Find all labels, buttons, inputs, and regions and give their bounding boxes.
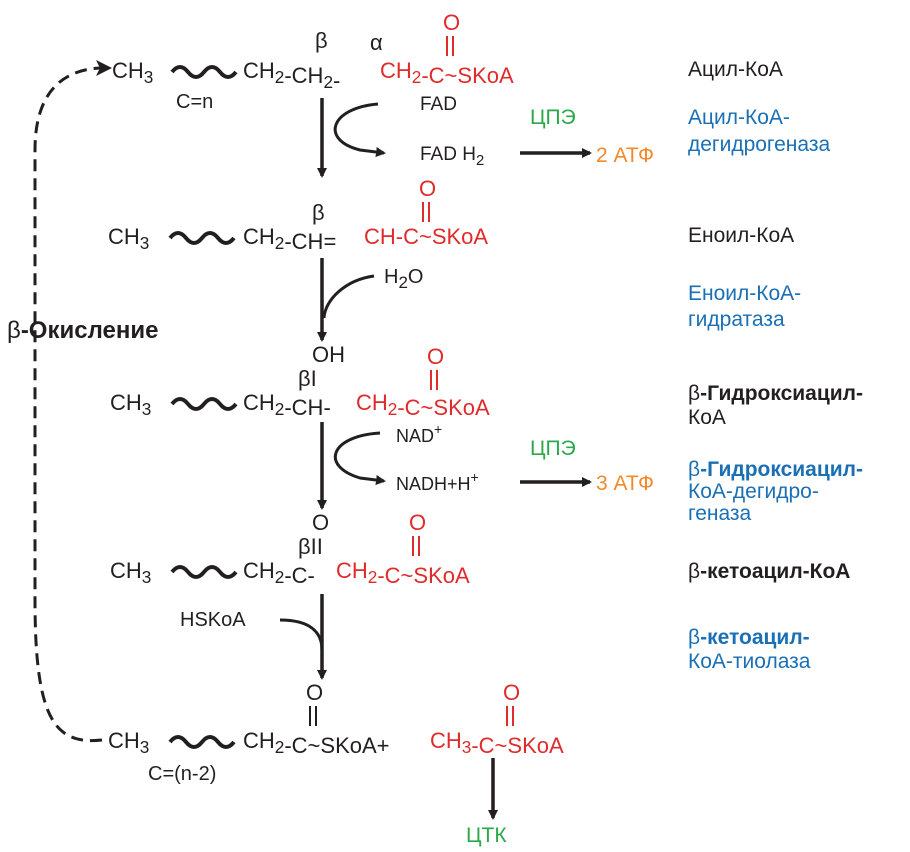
enzyme-3-line3: геназа xyxy=(688,502,752,525)
enoyl-coa-name: Еноил-КоА xyxy=(688,224,794,247)
carbon-count-label: C=n xyxy=(176,91,213,113)
enzyme-4-line1: β-кетоацил- xyxy=(688,626,810,649)
acyl-coa-structure: β α O CH3 CH2-CH2- CH2-C~SKoA C=n xyxy=(112,10,514,113)
methyl-group: CH3 xyxy=(110,390,151,419)
atp-yield-1: 2 АТФ xyxy=(596,144,654,167)
wavy-line-icon xyxy=(168,231,236,245)
carbon-count-label: C=(n-2) xyxy=(148,763,216,785)
methyl-group: CH3 xyxy=(110,558,151,587)
carbonyl-oxygen: O xyxy=(443,10,460,35)
chain-black-part: CH2-CH= xyxy=(243,224,336,254)
carbonyl-oxygen: O xyxy=(427,344,444,369)
carbonyl-oxygen: O xyxy=(419,176,436,201)
chain-red-part: CH-C~SKoA xyxy=(364,224,488,249)
cofactor-in-1: FAD xyxy=(420,94,457,115)
enzyme-3-line1: β-Гидроксиацил- xyxy=(688,458,863,481)
enzyme-1-line1: Ацил-КоА- xyxy=(688,106,790,129)
enoyl-coa-structure: β O CH3 CH2-CH= CH-C~SKoA xyxy=(108,176,488,254)
beta-marker: β xyxy=(312,200,325,225)
wavy-line-icon xyxy=(170,397,238,411)
beta-marker: βI xyxy=(298,366,317,391)
keto-oxygen: O xyxy=(312,510,329,535)
enzyme-4-line2: КоА-тиолаза xyxy=(688,650,811,673)
chain-black-part: CH2-CH2- xyxy=(243,58,340,93)
acetyl-coa: CH3-C~SKoA xyxy=(430,728,564,758)
chain-black-part: CH2-C~SKoA+ xyxy=(243,728,390,758)
methyl-group: CH3 xyxy=(108,224,149,253)
cofactor-out-3: NADH+H+ xyxy=(396,469,479,494)
cycle-loop-dashed-arrow xyxy=(33,66,103,743)
keto-oxygen: O xyxy=(306,680,323,705)
cofactor-arrow-3 xyxy=(333,431,386,485)
cofactor-arrow-4 xyxy=(279,618,324,651)
ketoacyl-coa-name: β-кетоацил-КоА xyxy=(688,560,850,583)
enzyme-3-line2: КоА-дегидро- xyxy=(688,480,819,503)
enzyme-2-line1: Еноил-КоА- xyxy=(688,282,801,305)
chain-black-part: CH2-C- xyxy=(243,558,315,588)
products-structure: O O CH3 CH2-C~SKoA+ CH3-C~SKoA C=(n-2) xyxy=(108,680,564,785)
cofactor-in-4: HSKoA xyxy=(180,609,246,631)
chain-red-part: CH2-C~SKoA xyxy=(356,390,490,420)
chain-red-part: CH2-C~SKoA xyxy=(380,58,514,88)
wavy-line-icon xyxy=(168,735,236,749)
cofactor-out-1: FAD H2 xyxy=(420,144,484,169)
hydroxyacyl-coa-name-line2: КоА xyxy=(688,406,726,429)
methyl-group: CH3 xyxy=(112,58,153,87)
enzyme-2-line2: гидратаза xyxy=(688,308,785,331)
ketoacyl-coa-structure: O βII O CH3 CH2-C- CH2-C~SKoA xyxy=(110,510,470,588)
cofactor-in-2: H2O xyxy=(384,266,423,292)
cofactor-in-3: NAD+ xyxy=(396,421,442,446)
cycle-loop-arrowhead xyxy=(96,60,112,76)
beta-marker: βII xyxy=(298,534,323,559)
wavy-line-icon xyxy=(170,65,238,79)
alpha-marker: α xyxy=(370,30,383,55)
hydroxyacyl-coa-structure: OH βI O CH3 CH2-CH- CH2-C~SKoA xyxy=(110,342,490,420)
hydroxyl-group: OH xyxy=(312,342,345,367)
chain-red-part: CH2-C~SKoA xyxy=(336,558,470,588)
carbonyl-oxygen: O xyxy=(409,510,426,535)
cofactor-arrow-2 xyxy=(322,274,375,319)
etc-label-1: ЦПЭ xyxy=(530,106,576,129)
cofactor-arrow-1 xyxy=(333,102,386,157)
methyl-group: CH3 xyxy=(108,728,149,757)
hydroxyacyl-coa-name-line1: β-Гидроксиацил- xyxy=(688,382,863,405)
etc-label-3: ЦПЭ xyxy=(530,437,576,460)
enzyme-1-line2: дегидрогеназа xyxy=(688,133,830,156)
wavy-line-icon xyxy=(170,565,238,579)
chain-black-part: CH2-CH- xyxy=(243,390,331,420)
carbonyl-oxygen: O xyxy=(503,680,520,705)
acyl-coa-name: Ацил-КоА xyxy=(688,58,783,81)
beta-marker: β xyxy=(315,28,328,53)
tca-cycle-label: ЦТК xyxy=(466,824,507,847)
cycle-label: β-Окисление xyxy=(7,317,158,344)
atp-yield-3: 3 АТФ xyxy=(596,472,654,495)
